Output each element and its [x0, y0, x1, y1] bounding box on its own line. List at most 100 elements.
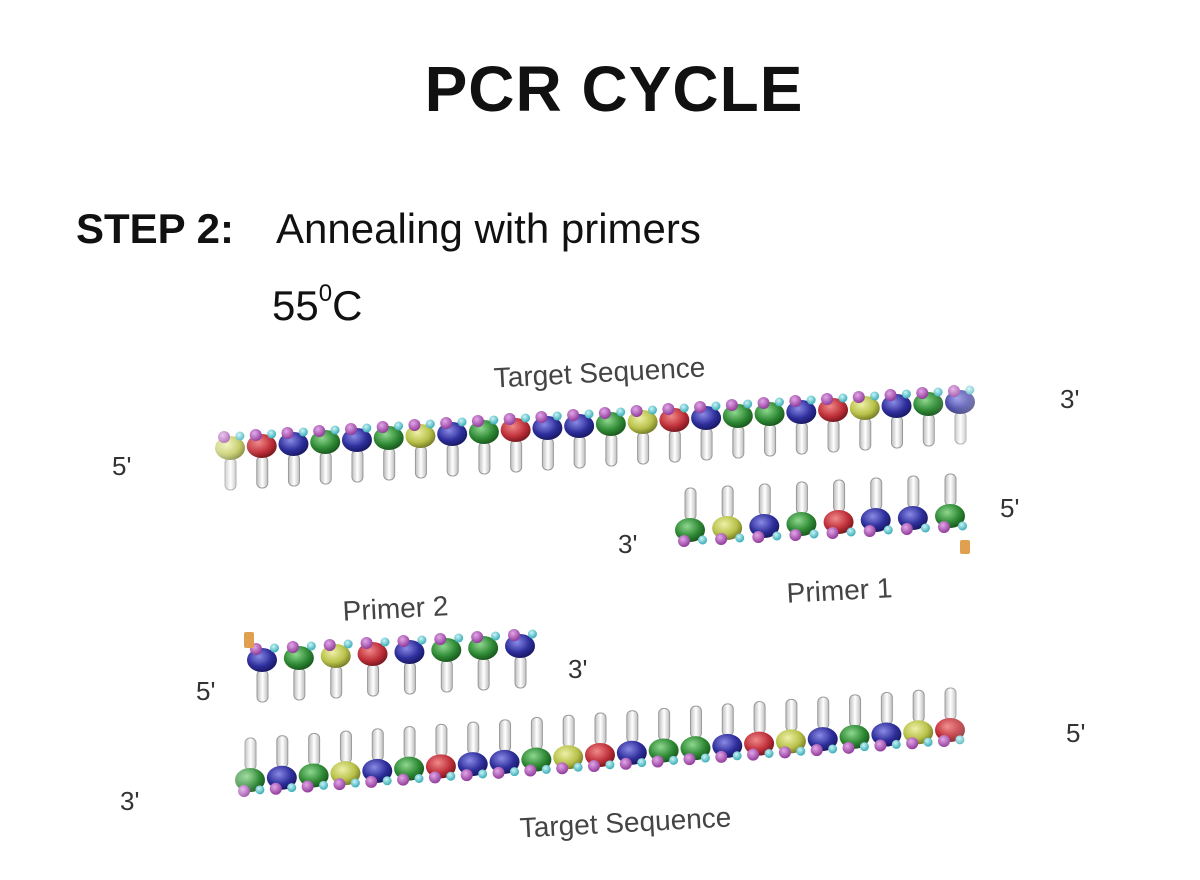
top-strand-phosphate-bead — [885, 389, 897, 401]
top-strand-phosphate-bead — [440, 417, 452, 429]
bottom-strand-sugar-bead — [383, 776, 392, 785]
bottom-strand-rung — [881, 693, 892, 725]
primer-1-rung — [796, 482, 807, 514]
top-strand-rung — [701, 428, 712, 460]
bottom-strand-phosphate-bead — [270, 783, 282, 795]
bottom-strand-phosphate-bead — [620, 758, 632, 770]
bottom-strand-sugar-bead — [924, 738, 933, 747]
top-strand-sugar-bead — [680, 404, 689, 413]
top-strand-sugar-bead — [267, 430, 276, 439]
top-strand-sugar-bead — [362, 424, 371, 433]
primer-2-rung — [404, 662, 415, 694]
top-strand-phosphate-bead — [408, 419, 420, 431]
bottom-strand-sugar-bead — [542, 765, 551, 774]
bottom-strand-phosphate-bead — [333, 778, 345, 790]
bottom-strand-5-prime: 5' — [1066, 718, 1085, 748]
primer-1-phosphate-bead — [789, 529, 801, 541]
top-strand-rung — [511, 440, 522, 472]
primer-1-rung — [834, 480, 845, 512]
bottom-strand-sugar-bead — [351, 779, 360, 788]
top-strand-rung — [828, 420, 839, 452]
bottom-strand-phosphate-bead — [365, 776, 377, 788]
primer-2-phosphate-bead — [508, 629, 520, 641]
bottom-strand-sugar-bead — [669, 756, 678, 765]
primer-1-sugar-bead — [884, 526, 893, 535]
fade-top-right — [930, 350, 1050, 470]
bottom-strand-phosphate-bead — [683, 753, 695, 765]
bottom-strand-sugar-bead — [733, 751, 742, 760]
primer-1-sugar-bead — [735, 534, 744, 543]
top-strand-phosphate-bead — [377, 421, 389, 433]
bottom-strand-rung — [722, 704, 733, 736]
bottom-strand-rung — [818, 697, 829, 729]
primer-1-phosphate-bead — [752, 531, 764, 543]
top-strand-phosphate-bead — [789, 395, 801, 407]
top-strand-sugar-bead — [807, 396, 816, 405]
primer-2-phosphate-bead — [397, 635, 409, 647]
bottom-strand-sugar-bead — [765, 749, 774, 758]
top-strand-rung — [892, 416, 903, 448]
top-strand-sugar-bead — [489, 416, 498, 425]
bottom-strand-rung — [340, 731, 351, 763]
bottom-strand-phosphate-bead — [779, 746, 791, 758]
bottom-strand-rung — [627, 711, 638, 743]
bottom-strand-rung — [786, 699, 797, 731]
primer-1-sugar-bead — [921, 524, 930, 533]
primer-1-rung — [945, 474, 956, 506]
primer-2-rung — [331, 666, 342, 698]
bottom-strand-rung — [563, 715, 574, 747]
bottom-strand-phosphate-bead — [493, 767, 505, 779]
primer-1-sugar-bead — [847, 528, 856, 537]
top-strand-phosphate-bead — [821, 393, 833, 405]
primer-1-rung — [759, 484, 770, 516]
top-strand-phosphate-bead — [694, 401, 706, 413]
primer-2-end-marker — [244, 632, 254, 648]
primer-1-3-prime: 3' — [618, 529, 637, 559]
primer-2-sugar-bead — [307, 642, 316, 651]
bottom-strand-sugar-bead — [701, 754, 710, 763]
bottom-strand-sugar-bead — [828, 744, 837, 753]
top-strand-rung — [606, 434, 617, 466]
bottom-strand-phosphate-bead — [652, 755, 664, 767]
top-strand-rung — [574, 436, 585, 468]
bottom-strand-phosphate-bead — [556, 762, 568, 774]
primer-1-sugar-bead — [698, 536, 707, 545]
primer-2-rung — [368, 664, 379, 696]
top-strand-sugar-bead — [521, 414, 530, 423]
primer-1-end-marker — [960, 540, 970, 554]
primer-2-phosphate-bead — [287, 641, 299, 653]
bottom-strand-rung — [436, 724, 447, 756]
primer-2-sugar-bead — [417, 636, 426, 645]
primer-1-strand — [675, 474, 967, 547]
top-strand-rung — [638, 432, 649, 464]
bottom-strand-phosphate-bead — [843, 742, 855, 754]
bottom-strand-sugar-bead — [415, 774, 424, 783]
bottom-strand-phosphate-bead — [397, 774, 409, 786]
top-strand-rung — [288, 454, 299, 486]
bottom-strand-sugar-bead — [446, 772, 455, 781]
top-strand-rung — [796, 422, 807, 454]
fade-top-left — [150, 380, 260, 510]
top-strand-phosphate-bead — [853, 391, 865, 403]
bottom-target-strand — [235, 688, 965, 797]
bottom-strand-rung — [500, 720, 511, 752]
top-strand-sugar-bead — [648, 406, 657, 415]
primer-1-phosphate-bead — [938, 521, 950, 533]
top-target-strand — [215, 385, 975, 490]
primer-2-phosphate-bead — [324, 639, 336, 651]
top-strand-sugar-bead — [299, 428, 308, 437]
primer-1-phosphate-bead — [864, 525, 876, 537]
primer-2-sugar-bead — [344, 640, 353, 649]
primer-2-rung — [478, 658, 489, 690]
top-strand-phosphate-bead — [726, 399, 738, 411]
top-strand-rung — [860, 418, 871, 450]
primer-2-sugar-bead — [528, 630, 537, 639]
primer-2-phosphate-bead — [361, 637, 373, 649]
bottom-strand-rung — [754, 702, 765, 734]
fade-bottom-left — [180, 700, 260, 820]
top-strand-rung — [447, 444, 458, 476]
primer-2-phosphate-bead — [434, 633, 446, 645]
primer-1-sugar-bead — [772, 532, 781, 541]
